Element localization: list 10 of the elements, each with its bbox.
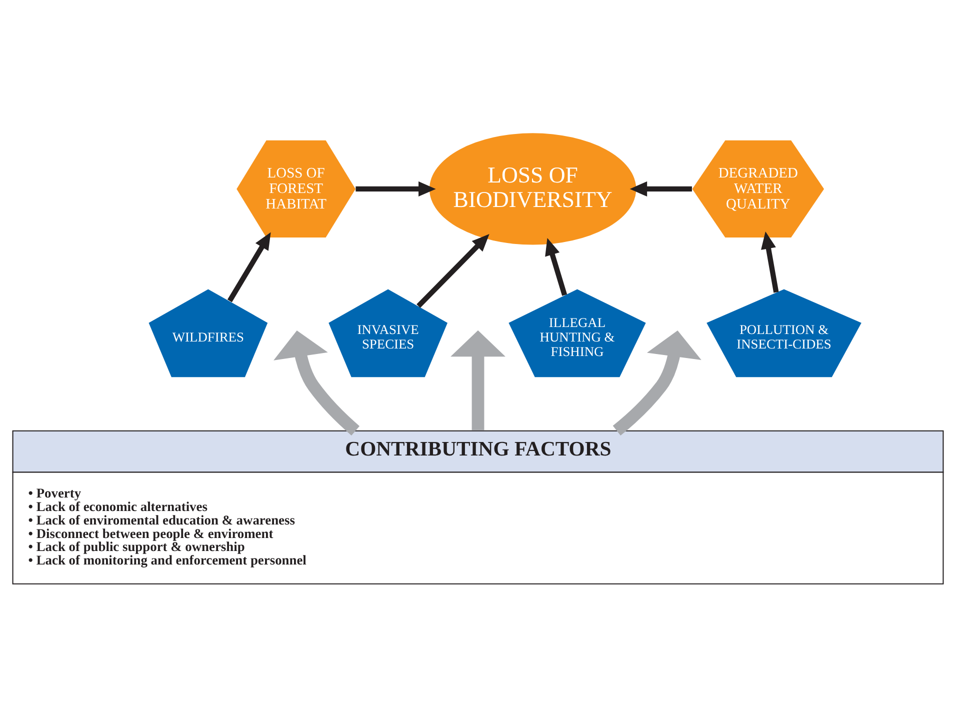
arrow (545, 238, 568, 296)
arrow (416, 234, 490, 308)
arrow (227, 232, 271, 302)
arrow (761, 232, 779, 293)
arrow (356, 181, 436, 197)
arrow (450, 330, 506, 430)
arrow (612, 330, 702, 436)
arrow (274, 330, 360, 436)
arrow (630, 181, 692, 197)
node-ellipse: LOSS OF BIODIVERSITY (429, 133, 636, 245)
